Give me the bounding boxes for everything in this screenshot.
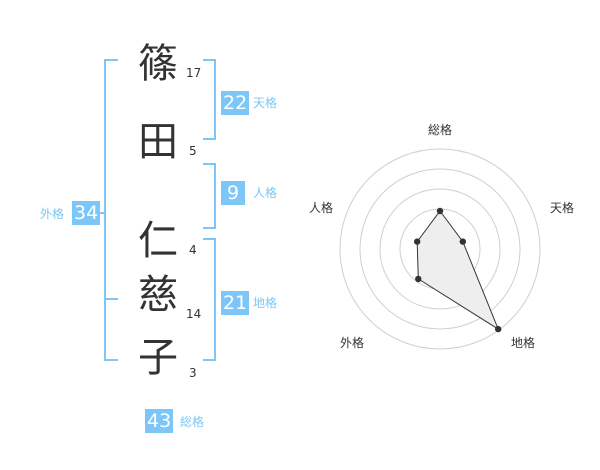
radar-point-総格	[436, 207, 444, 215]
radar-shape	[416, 210, 500, 331]
radar-points	[413, 207, 502, 333]
radar-label-jinkaku: 人格	[309, 201, 334, 215]
kanji-3: 仁	[138, 218, 178, 264]
stroke-count-4: 14	[186, 307, 202, 321]
radar-point-人格	[413, 238, 421, 245]
radar-label-gaikaku: 外格	[340, 336, 365, 350]
stroke-count-2: 5	[189, 144, 197, 158]
chikaku-value: 21	[221, 291, 250, 315]
gaikaku-label: 外格	[40, 207, 65, 221]
soukaku-label: 総格	[180, 415, 205, 429]
stroke-count-1: 17	[186, 66, 202, 80]
kanji-4: 慈	[138, 272, 178, 318]
kanji-1: 篠	[138, 41, 178, 87]
radar-grid-circle-2	[379, 188, 501, 310]
radar-polygon	[416, 210, 500, 331]
radar-point-外格	[415, 275, 422, 283]
kanji-2: 田	[138, 119, 178, 165]
tenkaku-value: 22	[221, 91, 250, 115]
soukaku-value: 43	[145, 409, 174, 433]
stroke-count-3: 4	[189, 243, 197, 257]
tenkaku-label: 天格	[253, 96, 278, 110]
radar-label-soukaku: 総格	[428, 123, 453, 137]
gaikaku-value: 34	[72, 201, 101, 225]
radar-grid-circle-3	[359, 168, 521, 330]
radar-label-chikaku: 地格	[511, 336, 536, 350]
stroke-count-5: 3	[189, 366, 197, 380]
jinkaku-label: 人格	[253, 186, 278, 200]
radar-point-地格	[494, 325, 502, 333]
radar-grid-circle-4	[339, 148, 541, 350]
kanji-5: 子	[138, 335, 178, 381]
radar-label-tenkaku: 天格	[550, 201, 575, 215]
chikaku-label: 地格	[253, 296, 278, 310]
jinkaku-value: 9	[221, 181, 245, 205]
radar-point-天格	[459, 238, 467, 245]
